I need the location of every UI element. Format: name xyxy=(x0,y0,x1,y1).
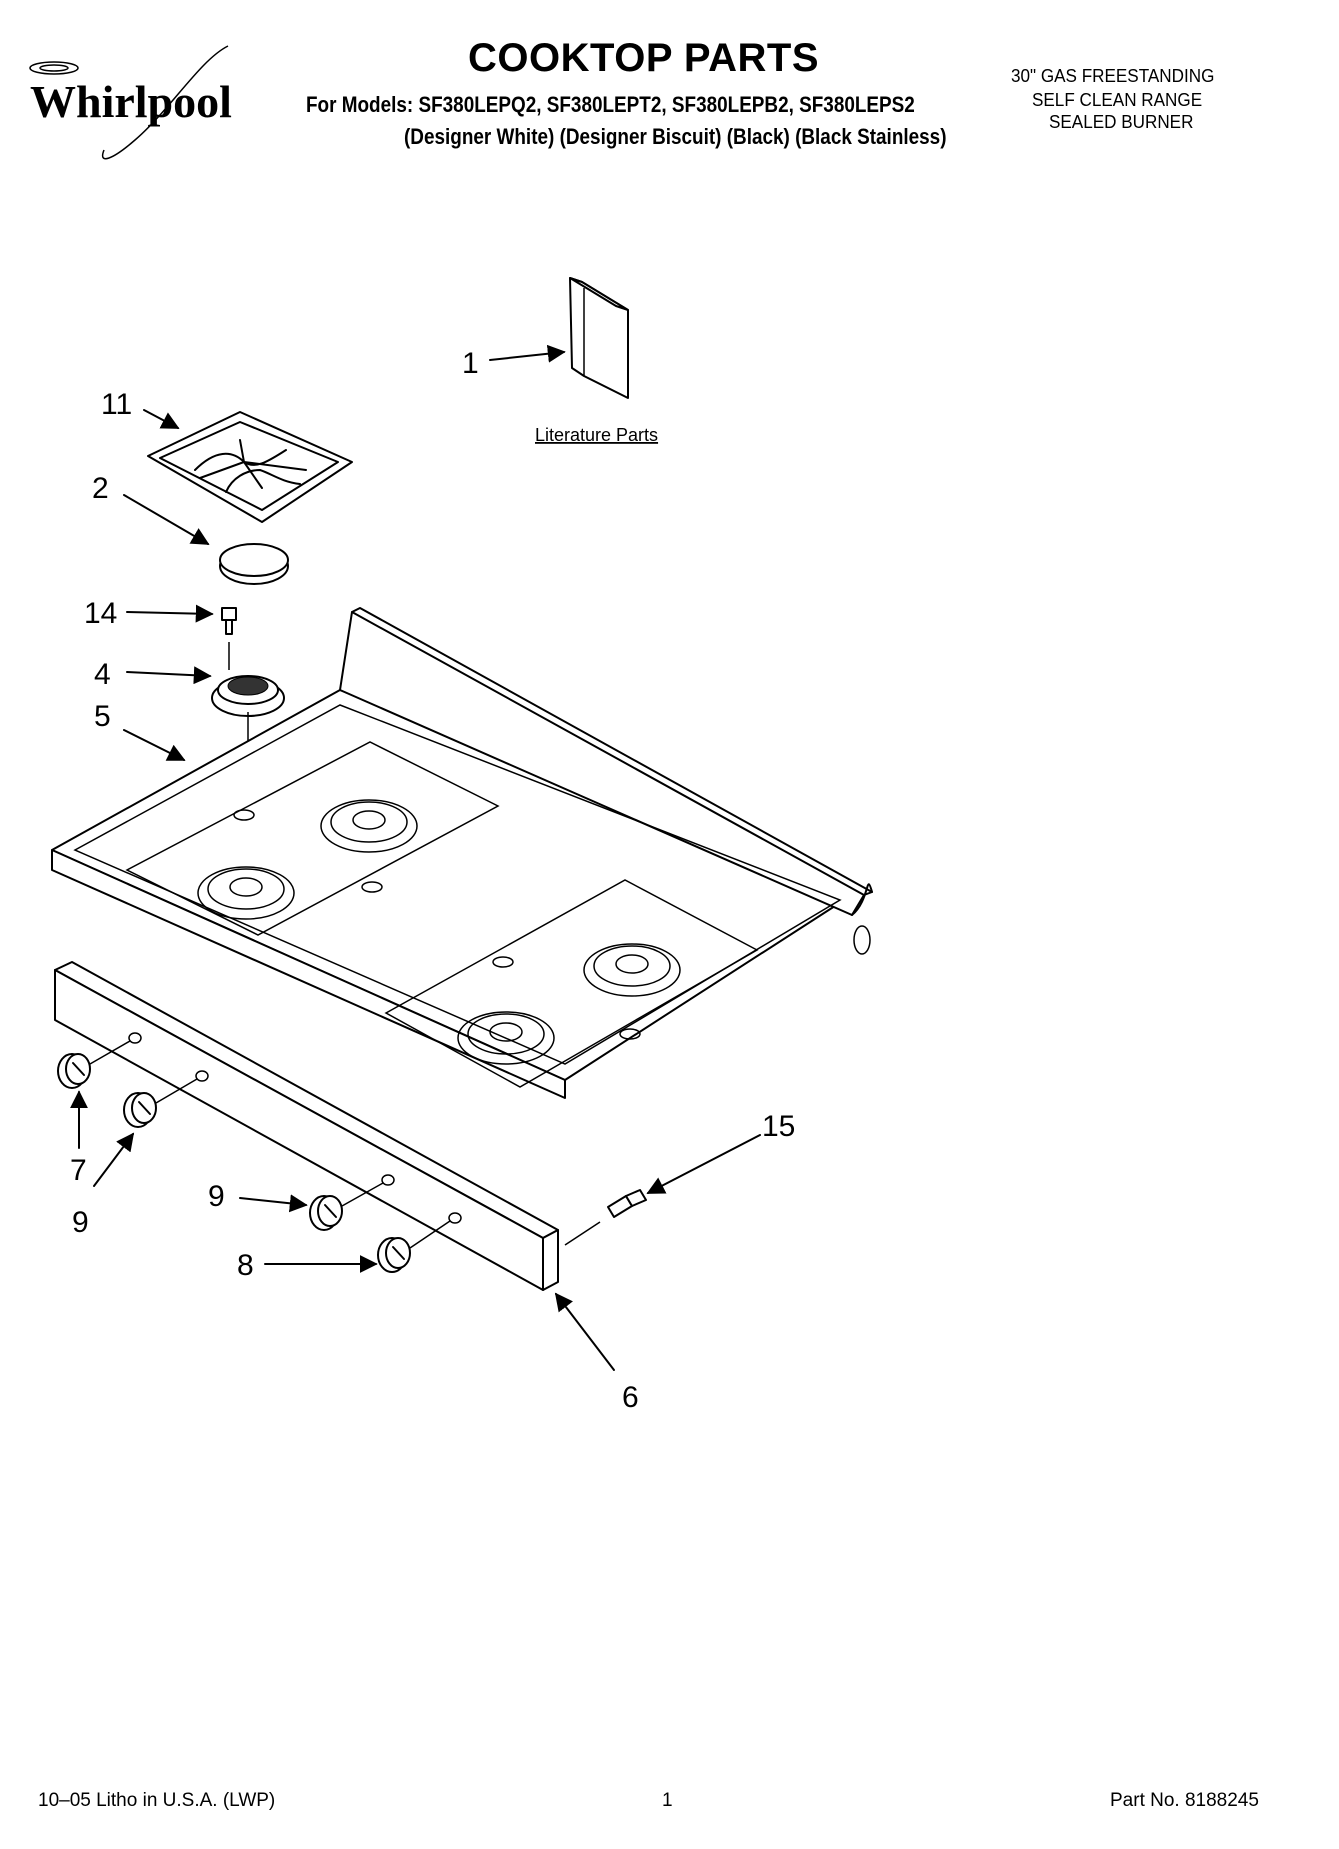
callout-arrow-14 xyxy=(126,604,214,623)
literature-parts-label: Literature Parts xyxy=(535,425,658,445)
burner-grate xyxy=(147,411,353,523)
control-knob xyxy=(309,1182,384,1231)
burner-base xyxy=(211,675,285,885)
callout-arrow-6 xyxy=(554,1292,615,1371)
callout-9a: 9 xyxy=(72,1206,89,1239)
footer-part-number: Part No. 8188245 xyxy=(1110,1790,1259,1811)
whirlpool-logo: Whirlpool xyxy=(29,45,232,160)
callout-8: 8 xyxy=(237,1249,254,1282)
burner-ring xyxy=(583,943,681,997)
footer-page-number: 1 xyxy=(662,1790,673,1811)
colors-line: (Designer White) (Designer Biscuit) (Bla… xyxy=(404,124,947,149)
burner-cap xyxy=(219,543,289,585)
spec-line-1: 30" GAS FREESTANDING xyxy=(1011,66,1215,86)
burner-ring xyxy=(457,1011,555,1065)
callout-arrow-5 xyxy=(123,729,186,761)
callout-9b: 9 xyxy=(208,1180,225,1213)
callout-arrow-4 xyxy=(126,666,212,685)
callout-1: 1 xyxy=(462,347,479,380)
callout-5: 5 xyxy=(94,700,111,733)
callout-14: 14 xyxy=(84,597,117,630)
callout-arrow-1 xyxy=(489,344,566,363)
screw xyxy=(221,607,237,670)
control-knob xyxy=(57,1040,131,1089)
cooktop-panel xyxy=(51,607,873,1099)
callout-15: 15 xyxy=(762,1110,795,1143)
footer-litho: 10–05 Litho in U.S.A. (LWP) xyxy=(38,1790,276,1811)
callout-arrow-2 xyxy=(123,494,210,545)
mounting-screw xyxy=(564,1189,647,1246)
spec-line-2: SELF CLEAN RANGE xyxy=(1032,90,1203,110)
manifold-panel xyxy=(54,961,559,1291)
burner-ring xyxy=(197,866,295,920)
callout-arrow-9a xyxy=(93,1132,135,1187)
callout-11: 11 xyxy=(101,388,132,421)
callout-arrow-11 xyxy=(143,409,180,429)
control-knob xyxy=(377,1220,451,1273)
spec-line-3: SEALED BURNER xyxy=(1049,112,1194,132)
burner-ring xyxy=(320,799,418,853)
callout-arrow-15 xyxy=(646,1134,761,1194)
control-knob xyxy=(123,1078,198,1128)
page-title: COOKTOP PARTS xyxy=(468,36,819,80)
callout-arrow-9b xyxy=(239,1194,308,1213)
callout-2: 2 xyxy=(92,472,109,505)
callout-4: 4 xyxy=(94,658,111,691)
literature-parts-booklet xyxy=(569,277,629,399)
callout-7: 7 xyxy=(70,1154,87,1187)
models-line: For Models: SF380LEPQ2, SF380LEPT2, SF38… xyxy=(306,92,915,117)
brand-logo-text: Whirlpool xyxy=(30,76,232,127)
callout-6: 6 xyxy=(622,1381,639,1414)
